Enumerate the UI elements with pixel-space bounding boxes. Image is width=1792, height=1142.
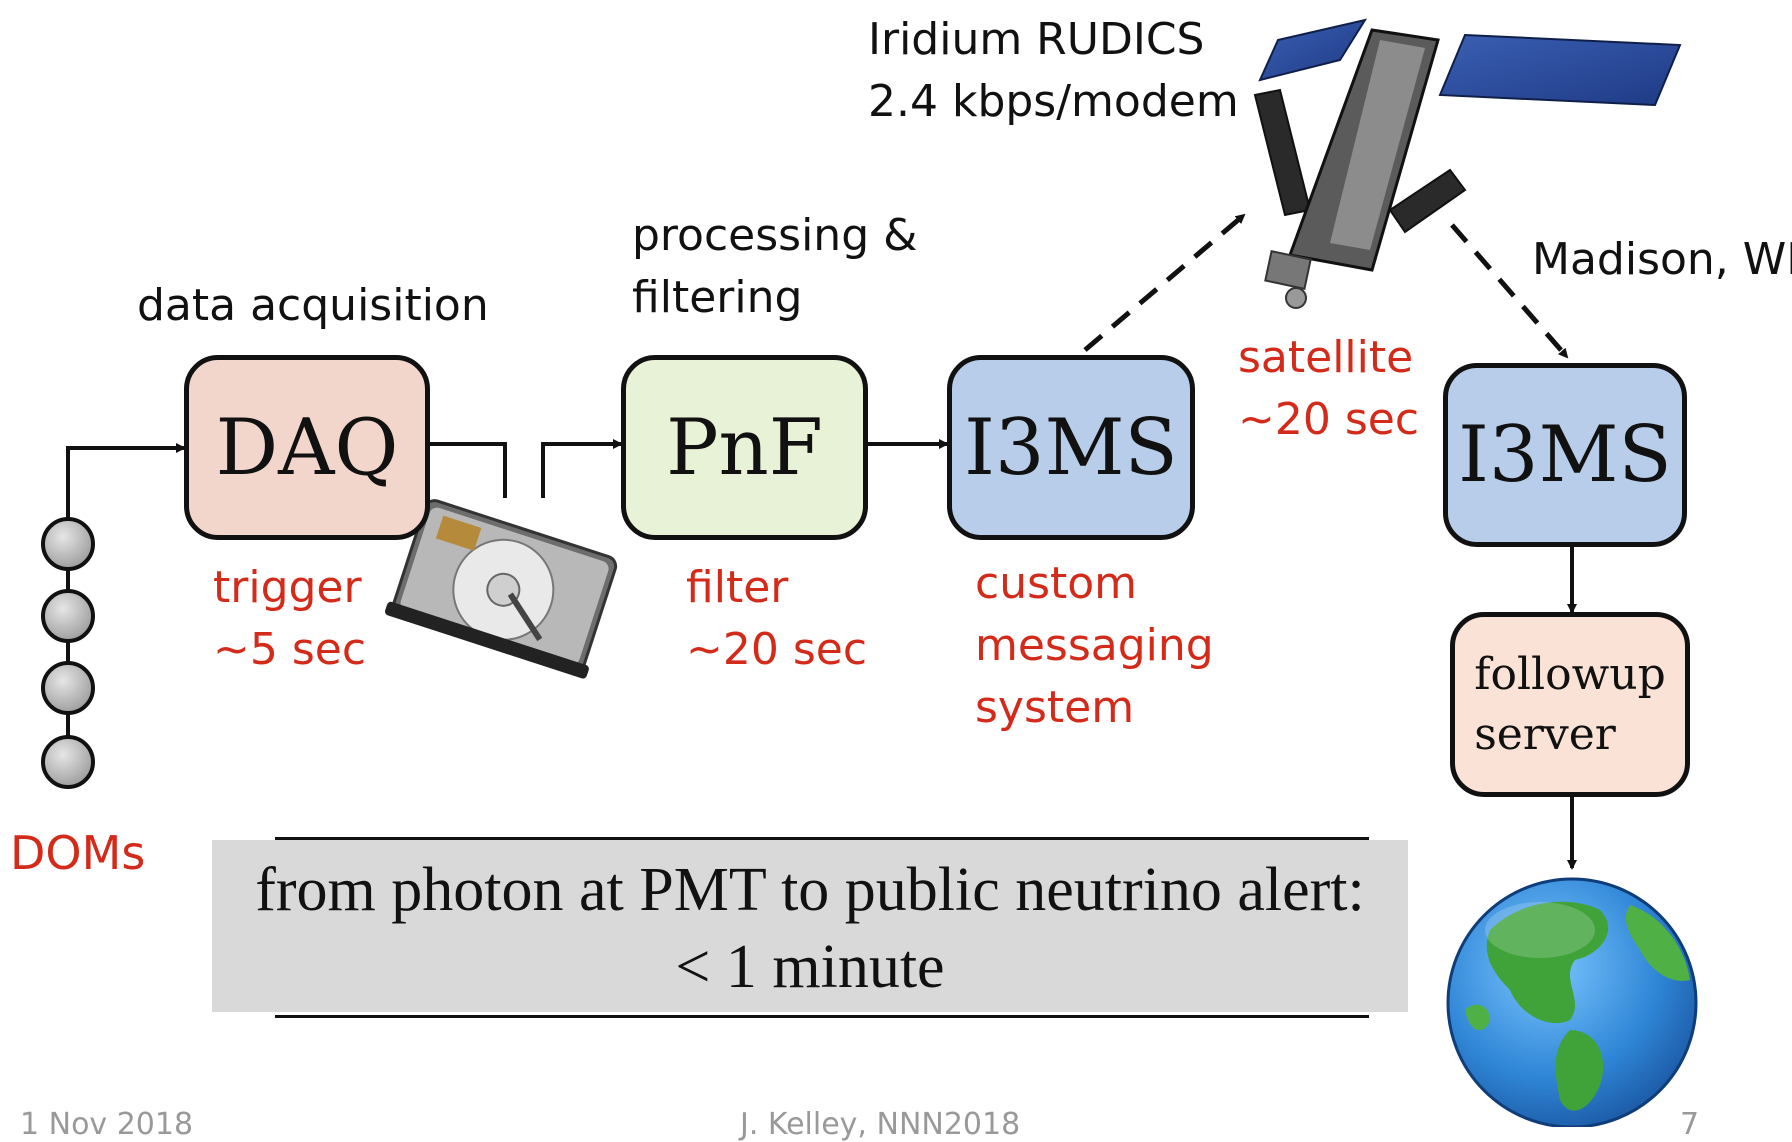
daq-note-line1: trigger <box>213 562 362 613</box>
followup-server-label: followup server <box>1474 649 1666 760</box>
arrow-doms-to-daq <box>66 443 186 520</box>
dom-sensor-icon <box>41 589 95 643</box>
daq-box: DAQ <box>184 355 430 540</box>
i3ms-note-line2: messaging <box>975 620 1214 671</box>
i3ms-north-label: I3MS <box>1458 410 1672 500</box>
i3ms-note-line1: custom <box>975 558 1138 609</box>
summary-line1: from photon at PMT to public neutrino al… <box>255 856 1365 924</box>
satellite-icon <box>1253 18 1682 309</box>
hard-drive-icon <box>385 499 618 679</box>
dom-sensor-icon <box>41 661 95 715</box>
satellite-note-line1: satellite <box>1238 332 1414 383</box>
summary-callout <box>212 840 1408 1012</box>
i3ms-north-box: I3MS <box>1443 363 1687 547</box>
line-daq-to-disk <box>430 442 507 498</box>
i3ms-south-box: I3MS <box>947 355 1195 540</box>
pnf-caption-line2: filtering <box>632 272 803 323</box>
pnf-box: PnF <box>621 355 868 540</box>
i3ms-note-line3: system <box>975 682 1135 733</box>
satellite-link-caption-line1: Iridium RUDICS <box>868 14 1205 65</box>
followup-server-box: followup server <box>1450 612 1690 797</box>
daq-label: DAQ <box>215 402 399 493</box>
earth-globe-icon <box>1446 877 1698 1127</box>
daq-caption: data acquisition <box>137 280 489 331</box>
satellite-note-line2: ~20 sec <box>1238 394 1420 445</box>
madison-label: Madison, WI <box>1532 234 1792 285</box>
arrow-i3ms-to-satellite <box>1083 213 1246 352</box>
pnf-note-line1: filter <box>686 562 789 613</box>
satellite-link-caption-line2: 2.4 kbps/modem <box>868 76 1239 127</box>
dom-sensor-icon <box>41 735 95 789</box>
pnf-note-line2: ~20 sec <box>686 624 868 675</box>
pnf-label: PnF <box>666 402 823 493</box>
arrow-disk-to-pnf <box>541 439 623 498</box>
dom-sensor-icon <box>41 517 95 571</box>
i3ms-south-label: I3MS <box>964 402 1178 493</box>
summary-line2: < 1 minute <box>675 933 945 1001</box>
pnf-caption-line1: processing & <box>632 210 918 261</box>
daq-note-line2: ~5 sec <box>213 624 367 675</box>
doms-label: DOMs <box>10 826 146 880</box>
arrow-satellite-to-madison <box>1450 223 1569 359</box>
summary-top-rule <box>275 837 1369 840</box>
summary-bottom-rule <box>275 1015 1369 1018</box>
